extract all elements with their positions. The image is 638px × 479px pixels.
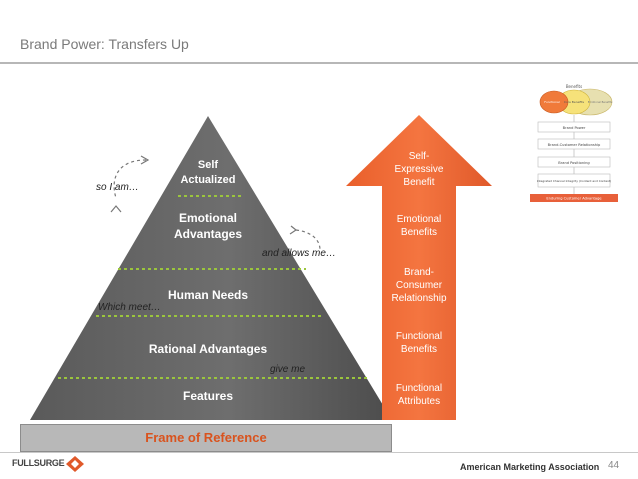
thumb-circle-left (539, 90, 569, 114)
thumb-box-2-label: Brand-Customer Relationship (548, 143, 601, 147)
small-arrow-mark (110, 205, 122, 213)
thumb-box-1 (537, 121, 611, 133)
thumb-box-3 (537, 156, 611, 168)
thumb-bottom-label: Enduring Customer Advantage (546, 197, 602, 201)
thumb-box-1-label: Brand Power (563, 126, 586, 130)
arrow-label-emotional-benefits: Emotional Benefits (396, 214, 442, 238)
thumbnail-diagram: Benefits Functional Core Benefits Emotio… (530, 84, 618, 202)
thumb-box-4 (537, 173, 611, 188)
arrow-label-brand-consumer-relationship: Brand- Consumer Relationship (391, 267, 447, 304)
thumb-box-4-label: Integrated Channel Integrity (Content an… (537, 179, 611, 183)
thumb-top-label: Benefits (566, 84, 582, 89)
arrow-label-functional-benefits: Functional Benefits (395, 331, 443, 355)
thumb-circle-right-label: Emotional Benefits (588, 100, 613, 104)
level-self-actualized: Self Actualized (180, 159, 236, 186)
thumb-box-3-label: Brand Positioning (558, 161, 589, 165)
level-rational-advantages: Rational Advantages (148, 342, 268, 356)
curved-arrow-so-i-am (113, 159, 147, 199)
logo-wordmark: FULLSURGE (12, 458, 65, 468)
arrowhead-and-allows (289, 225, 298, 235)
level-emotional-advantages: Emotional Advantages (173, 211, 243, 242)
note-give-me: give me (270, 364, 306, 375)
thumb-box-2 (537, 138, 611, 150)
note-and-allows-me: and allows me… (262, 248, 336, 259)
slide-title: Brand Power: Transfers Up (20, 36, 189, 52)
fullsurge-logo: FULLSURGE (12, 458, 65, 468)
frame-of-reference-label: Frame of Reference (145, 430, 267, 445)
up-arrow (346, 115, 492, 420)
page-number: 44 (608, 460, 620, 471)
footer-organization: American Marketing Association (460, 462, 600, 472)
footer-divider (0, 452, 638, 453)
title-divider (0, 62, 638, 64)
frame-of-reference-bar (20, 424, 392, 452)
note-so-i-am: so I am… (96, 182, 139, 193)
arrow-label-self-expressive: Self- Expressive Benefit (394, 151, 444, 188)
level-human-needs: Human Needs (167, 288, 249, 302)
thumb-circle-left-label: Functional (544, 100, 560, 104)
thumb-bottom-bar (530, 194, 618, 202)
note-which-meet: Which meet… (98, 302, 161, 313)
fullsurge-logo-icon (66, 456, 84, 472)
arrowhead-so-i-am (140, 155, 150, 165)
level-features: Features (182, 389, 234, 403)
curved-arrow-and-allows (295, 229, 321, 251)
arrow-label-functional-attributes: Functional Attributes (395, 383, 443, 407)
thumb-circle-mid-label: Core Benefits (564, 100, 585, 104)
